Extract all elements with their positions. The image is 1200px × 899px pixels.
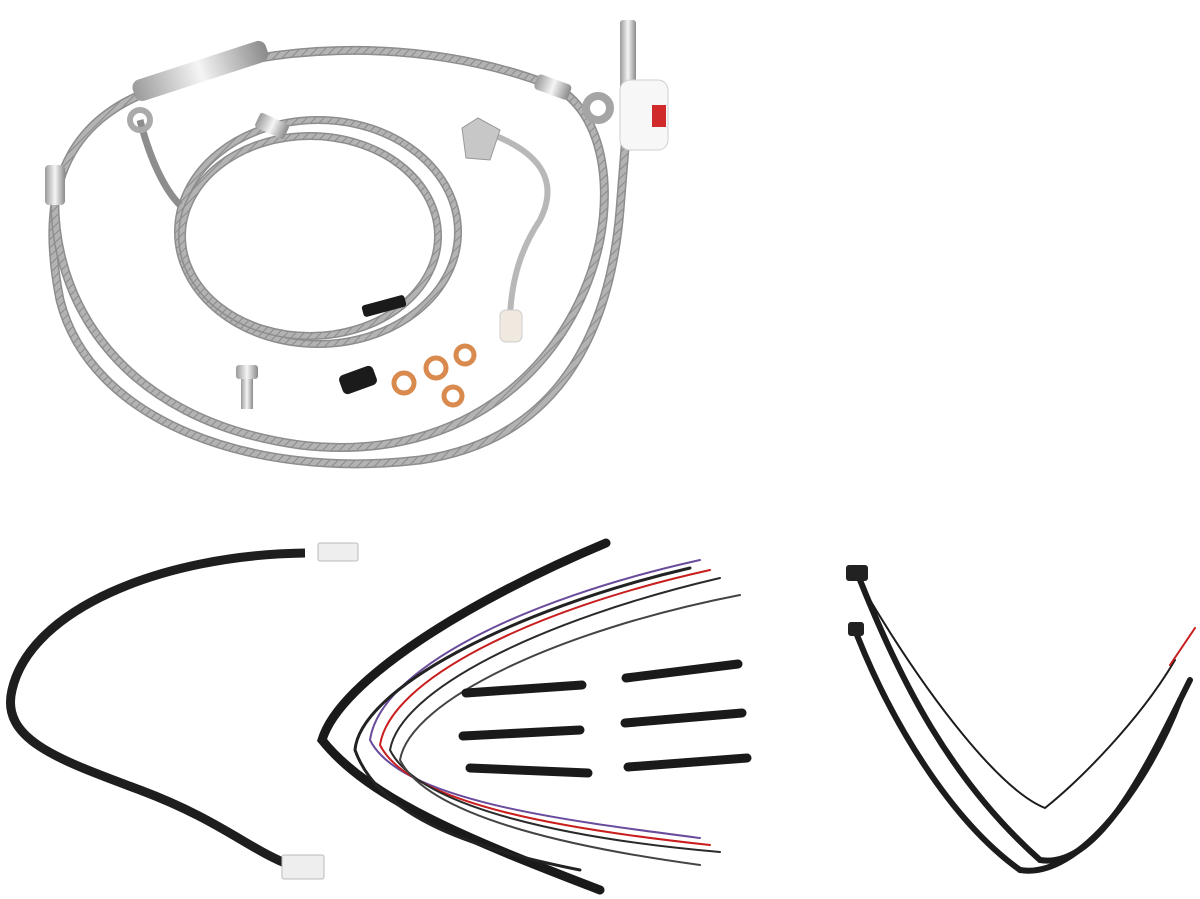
part-label-tag xyxy=(652,105,666,127)
copper-washers xyxy=(391,343,477,408)
rubber-sleeve xyxy=(339,365,377,395)
connector xyxy=(317,542,359,562)
line-fitting xyxy=(132,40,269,101)
mount-bracket xyxy=(461,117,501,161)
banjo-fitting xyxy=(127,107,153,133)
banjo-bolt xyxy=(241,379,253,409)
switch-harness xyxy=(852,577,1196,874)
banjo-bolt xyxy=(236,365,258,379)
heat-shrink-tubes xyxy=(458,659,752,778)
connector xyxy=(848,622,864,636)
line-fitting xyxy=(45,165,65,205)
brand-sleeve xyxy=(361,295,407,317)
connector xyxy=(281,854,325,880)
line-end-cap xyxy=(499,309,523,343)
line-fitting xyxy=(534,74,572,100)
part-label-tag xyxy=(619,79,669,151)
line-fitting xyxy=(255,112,289,140)
wiring-harness-extension xyxy=(6,548,306,870)
connector xyxy=(846,565,868,581)
banjo-fitting xyxy=(582,92,614,124)
hard-brake-line xyxy=(479,127,551,316)
extension-wires xyxy=(317,538,741,895)
short-brake-line xyxy=(136,116,462,348)
